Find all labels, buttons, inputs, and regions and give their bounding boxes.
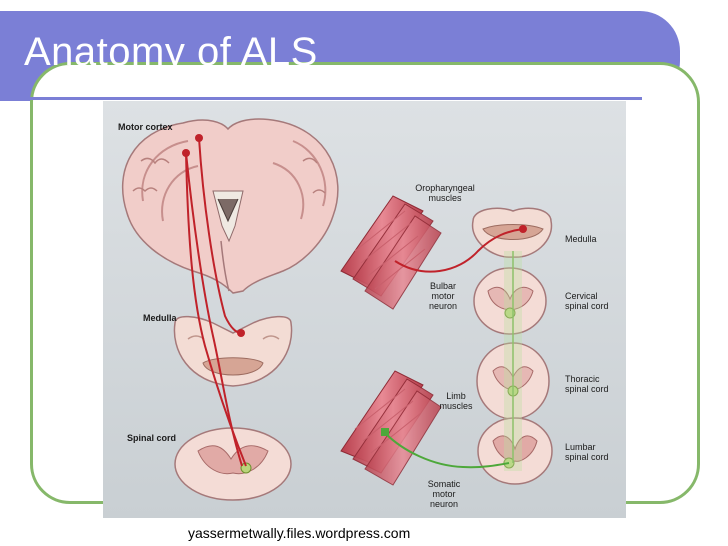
brain-section (122, 118, 339, 294)
label-lumbar-line1: Lumbar (565, 442, 596, 452)
label-limb-muscles: Limb muscles (431, 391, 481, 411)
label-somatic-line3: neuron (429, 499, 459, 509)
label-bulbar-motor-neuron: Bulbar motor neuron (418, 281, 468, 311)
somatic-motor-endplate (381, 428, 389, 436)
label-cervical-line1: Cervical (565, 291, 598, 301)
label-bulbar-line2: motor (431, 291, 455, 301)
title-underline (24, 97, 642, 100)
medulla-left-section (173, 315, 293, 387)
upper-motor-neuron-paths (185, 137, 247, 467)
label-thoracic-line1: Thoracic (565, 374, 600, 384)
label-cervical: Cervical spinal cord (565, 291, 609, 311)
diagram-illustration (103, 101, 626, 518)
label-limb-line2: muscles (439, 401, 473, 411)
slide-title: Anatomy of ALS (24, 30, 318, 74)
label-spinal-cord-left: Spinal cord (127, 433, 177, 443)
upper-motor-neuron-cells (182, 134, 245, 337)
label-thoracic-line2: spinal cord (565, 384, 609, 394)
label-thoracic: Thoracic spinal cord (565, 374, 609, 394)
somatic-motor-neuron-path (384, 432, 510, 469)
label-oropharyngeal-line1: Oropharyngeal (415, 183, 475, 193)
lumbar-spinal-cord-section (477, 417, 553, 485)
label-lumbar-line2: spinal cord (565, 452, 609, 462)
label-bulbar-line1: Bulbar (429, 281, 456, 291)
label-limb-line1: Limb (446, 391, 466, 401)
label-oropharyngeal: Oropharyngeal muscles (406, 183, 484, 203)
label-oropharyngeal-line2: muscles (428, 193, 462, 203)
label-medulla-left: Medulla (143, 313, 177, 323)
limb-muscles (340, 370, 442, 486)
source-url: yassermetwally.files.wordpress.com (188, 525, 411, 541)
oropharyngeal-muscles (340, 195, 442, 310)
label-somatic-motor-neuron: Somatic motor neuron (416, 479, 472, 509)
label-medulla-right: Medulla (565, 234, 597, 244)
label-motor-cortex: Motor cortex (118, 122, 173, 132)
als-anatomy-diagram: Motor cortex Medulla Spinal cord Orophar… (103, 101, 626, 518)
label-bulbar-line3: neuron (428, 301, 458, 311)
bulbar-motor-neuron-cell (519, 225, 527, 233)
label-somatic-line1: Somatic (427, 479, 461, 489)
label-somatic-line2: motor (432, 489, 456, 499)
label-lumbar: Lumbar spinal cord (565, 442, 609, 462)
spinal-cord-left-section (174, 427, 292, 501)
bulbar-motor-neuron-path (394, 228, 524, 273)
label-cervical-line2: spinal cord (565, 301, 609, 311)
